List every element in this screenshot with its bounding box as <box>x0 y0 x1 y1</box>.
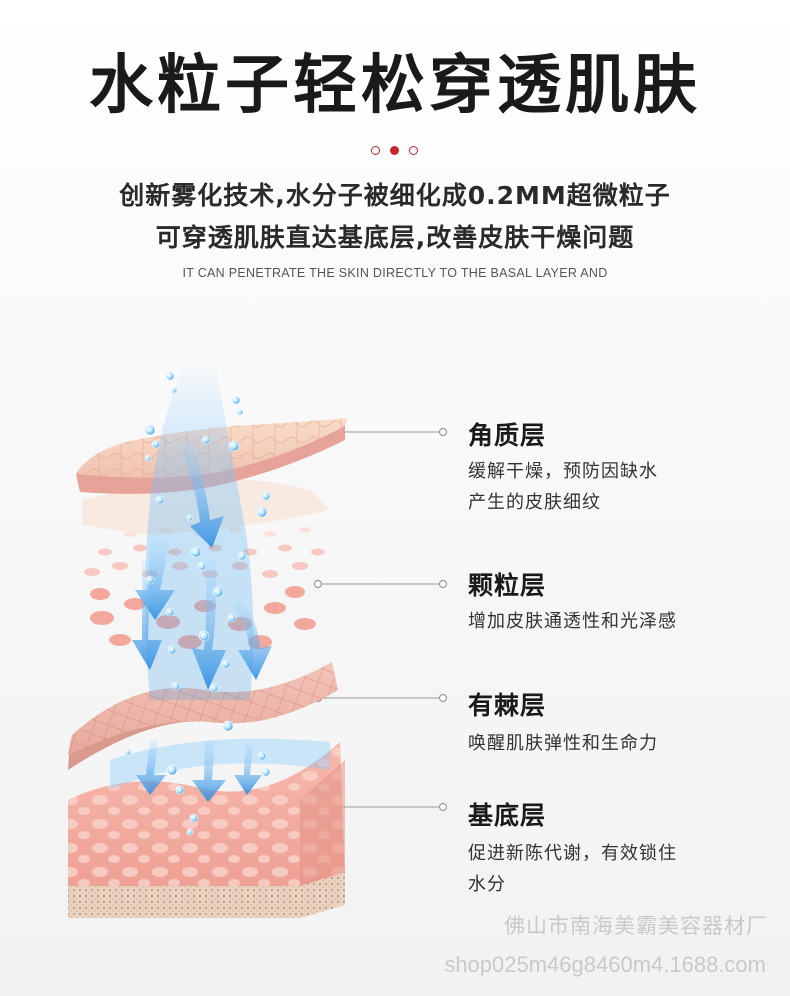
layer-title-basal: 基底层 <box>468 801 547 830</box>
dot-icon <box>409 146 418 155</box>
layer-title-spinous: 有棘层 <box>468 691 547 720</box>
skin-layers-illustration <box>68 360 448 918</box>
decorative-dots <box>371 146 418 155</box>
layer-title-granular: 颗粒层 <box>468 571 547 600</box>
watermark-company: 佛山市南海美霸美容器材厂 <box>504 915 768 938</box>
watermark-shop: shop025m46g8460m4.1688.com <box>444 952 766 977</box>
page-title: 水粒子轻松穿透肌肤 <box>89 49 701 123</box>
dot-icon <box>371 146 380 155</box>
layer-desc-corneum-2: 产生的皮肤细纹 <box>468 492 601 513</box>
spinous-layer-sheet <box>68 662 338 770</box>
english-caption: IT CAN PENETRATE THE SKIN DIRECTLY TO TH… <box>182 266 608 280</box>
layer-desc-basal-2: 水分 <box>468 874 506 895</box>
layer-desc-spinous: 唤醒肌肤弹性和生命力 <box>468 733 658 754</box>
layer-desc-corneum-1: 缓解干燥，预防因缺水 <box>468 461 658 482</box>
dot-icon <box>390 146 399 155</box>
layer-desc-basal-1: 促进新陈代谢，有效锁住 <box>468 843 677 864</box>
basal-layer-block <box>68 738 345 918</box>
water-bubbles <box>124 371 271 836</box>
subtitle-line-2: 可穿透肌肤直达基底层,改善皮肤干燥问题 <box>155 223 635 252</box>
subtitle-line-1: 创新雾化技术,水分子被细化成0.2MM超微粒子 <box>119 181 671 210</box>
layer-title-corneum: 角质层 <box>468 421 547 450</box>
layer-desc-granular: 增加皮肤通透性和光泽感 <box>468 611 677 632</box>
